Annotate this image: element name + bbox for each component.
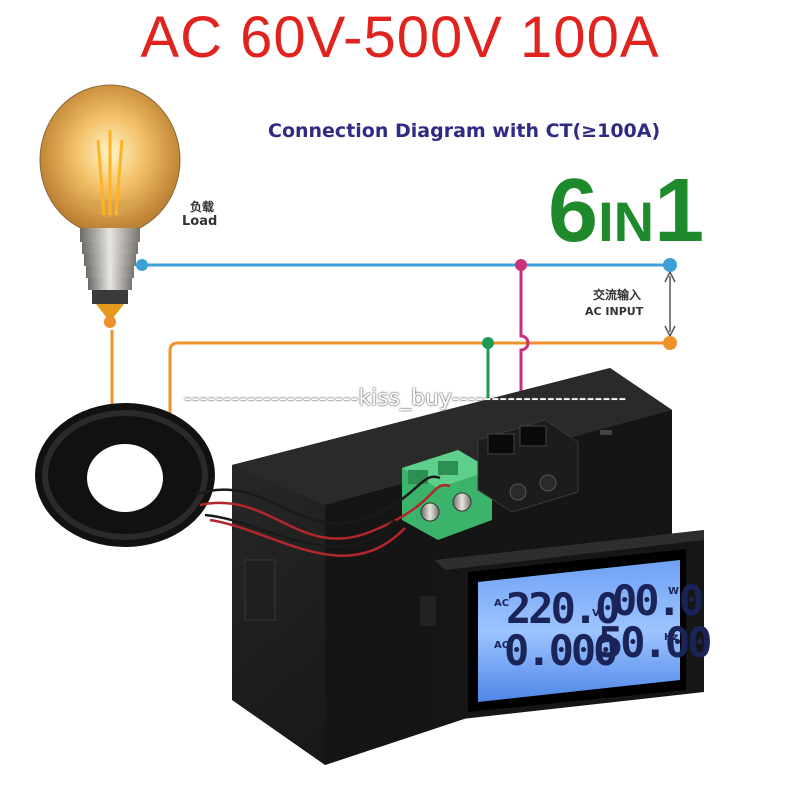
load-label-cn: 负载	[190, 200, 215, 214]
badge-in: IN	[598, 190, 655, 253]
badge-num-2: 1	[654, 161, 705, 261]
frequency-unit: Hz	[664, 632, 679, 643]
frequency-reading: 50.00	[598, 618, 712, 667]
watermark: ----------------------kiss_buy----------…	[183, 386, 627, 411]
badge-num-1: 6	[548, 161, 599, 261]
voltage-unit: V	[592, 608, 600, 619]
voltage-reading: 220.0	[506, 584, 620, 633]
ac-input-label-en: AC INPUT	[585, 305, 644, 318]
ac-input-label-cn: 交流输入	[593, 288, 642, 302]
diagram-subtitle: Connection Diagram with CT(≥100A)	[268, 120, 661, 142]
six-in-one-badge: 6IN1	[548, 160, 704, 263]
current-prefix: AC	[494, 640, 510, 651]
voltage-terminal	[477, 419, 579, 513]
page-title: AC 60V-500V 100A	[140, 5, 660, 70]
current-reading: 0.000	[504, 626, 618, 675]
ct-cable	[194, 475, 451, 557]
meter-front	[420, 530, 704, 722]
voltage-prefix: AC	[494, 598, 510, 609]
light-bulb-icon	[39, 84, 181, 322]
pink-probe-wire	[519, 265, 530, 452]
current-unit: A	[596, 652, 604, 663]
current-transformer-icon	[35, 403, 215, 547]
wire-junctions	[104, 258, 677, 350]
power-unit: W	[668, 586, 680, 597]
terminal-block-icon	[402, 450, 492, 540]
load-label-en: Load	[182, 214, 218, 229]
power-reading: 00.0	[612, 576, 704, 625]
